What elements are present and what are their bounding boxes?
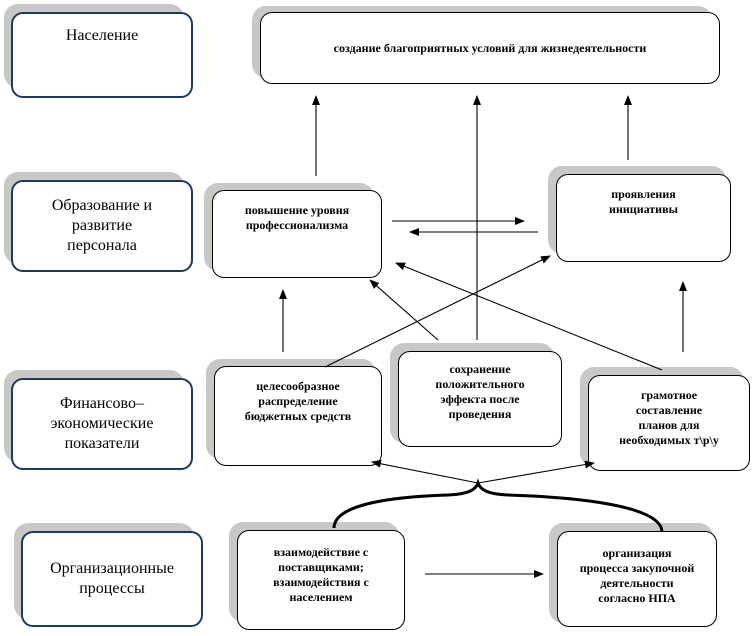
initiative-box: проявления инициативы [556,174,731,262]
budget-label: целесообразное распределение бюджетных с… [244,379,352,423]
brace-connector [332,478,664,533]
level-processes: Организационные процессы [21,531,203,627]
professionalism-box: повышение уровня профессионализма [212,190,382,278]
goal-label: создание благоприятных условий для жизне… [333,41,647,55]
interaction-label: взаимодействие с поставщиками; взаимодей… [273,545,369,604]
arrow-process-to-budget [371,459,479,484]
level-population: Население [11,12,193,98]
effect-label: сохранение положительного эффекта после … [435,362,525,421]
planning-box: грамотное составление планов для необход… [588,375,750,471]
level-education: Образование и развитие персонала [11,180,193,272]
interaction-box: взаимодействие с поставщиками; взаимодей… [237,530,405,630]
budget-box: целесообразное распределение бюджетных с… [214,366,382,466]
level-education-label: Образование и развитие персонала [51,197,153,254]
arrow-planning-to-prof [395,262,663,371]
level-population-label: Население [65,27,139,44]
goal-box: создание благоприятных условий для жизне… [260,12,720,84]
arrow-budget-to-initiative [324,255,551,368]
effect-box: сохранение положительного эффекта после … [398,351,562,447]
level-finance-label: Финансово– экономические показатели [50,395,154,452]
arrow-effect-to-prof [369,279,439,341]
initiative-label: проявления инициативы [609,187,678,216]
procurement-box: организация процесса закупочной деятельн… [557,531,717,627]
level-finance: Финансово– экономические показатели [11,378,193,470]
planning-label: грамотное составление планов для необход… [619,388,719,447]
level-processes-label: Организационные процессы [50,560,174,597]
professionalism-label: повышение уровня профессионализма [244,203,350,232]
arrow-process-to-planning [477,460,595,484]
procurement-label: организация процесса закупочной деятельн… [579,546,695,605]
